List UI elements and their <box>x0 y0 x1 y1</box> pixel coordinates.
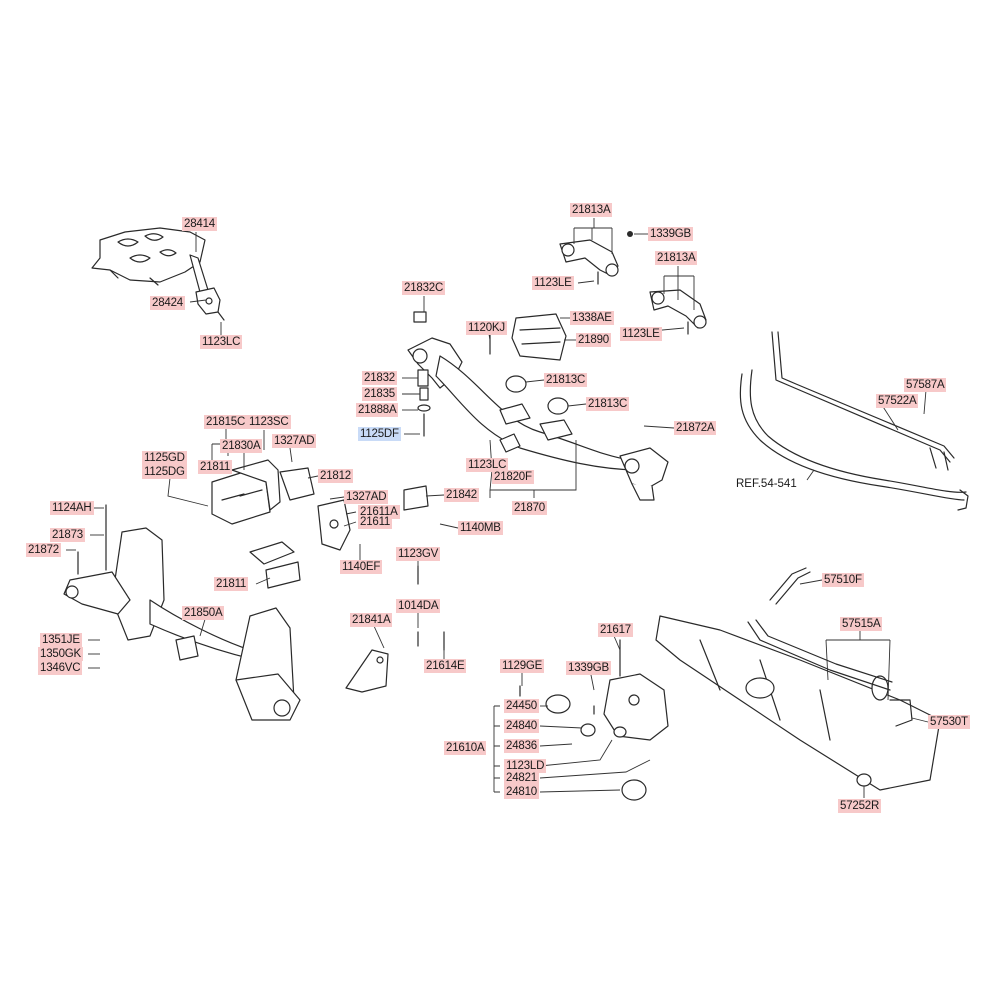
crossmember-drawing <box>407 311 669 501</box>
part-label-1124ah[interactable]: 1124AH <box>50 501 94 515</box>
part-label-1125gd[interactable]: 1125GD <box>142 451 187 465</box>
part-label-57530t[interactable]: 57530T <box>928 715 970 729</box>
part-label-1339gb-upper[interactable]: 1339GB <box>648 227 693 241</box>
part-label-21888a[interactable]: 21888A <box>356 403 399 417</box>
part-label-24836[interactable]: 24836 <box>504 739 539 753</box>
part-label-21890[interactable]: 21890 <box>576 333 611 347</box>
part-label-21830a[interactable]: 21830A <box>220 439 263 453</box>
part-label-21873[interactable]: 21873 <box>50 528 85 542</box>
part-label-1125dg[interactable]: 1125DG <box>142 465 187 479</box>
part-label-21811-upper[interactable]: 21811 <box>198 460 233 474</box>
part-label-1123lc-center[interactable]: 1123LC <box>466 458 509 472</box>
part-label-28414[interactable]: 28414 <box>182 217 217 231</box>
part-label-1123ld[interactable]: 1123LD <box>504 759 547 773</box>
part-label-1123gv[interactable]: 1123GV <box>396 547 441 561</box>
part-label-21811-lower[interactable]: 21811 <box>214 577 249 591</box>
part-label-21872a[interactable]: 21872A <box>674 421 717 435</box>
part-label-21815c[interactable]: 21815C <box>204 415 248 429</box>
part-label-1123lc-top[interactable]: 1123LC <box>200 335 243 349</box>
front-subframe-drawing <box>63 504 301 721</box>
part-label-21842[interactable]: 21842 <box>444 488 479 502</box>
part-label-1123sc[interactable]: 1123SC <box>247 415 291 429</box>
part-label-1014da[interactable]: 1014DA <box>396 599 441 613</box>
engine-bracket-drawing <box>91 227 225 321</box>
part-label-57252r[interactable]: 57252R <box>838 799 882 813</box>
steering-rack-drawing <box>655 567 941 791</box>
part-label-24450[interactable]: 24450 <box>504 699 539 713</box>
part-label-21610a[interactable]: 21610A <box>444 741 487 755</box>
part-label-57515a[interactable]: 57515A <box>840 617 883 631</box>
part-label-1120kj[interactable]: 1120KJ <box>466 321 507 335</box>
part-label-21841a[interactable]: 21841A <box>350 613 393 627</box>
part-label-21617[interactable]: 21617 <box>598 623 633 637</box>
part-label-57510f[interactable]: 57510F <box>822 573 864 587</box>
part-label-21835[interactable]: 21835 <box>362 387 397 401</box>
pump-assembly-drawing <box>519 639 669 801</box>
part-label-24840[interactable]: 24840 <box>504 719 539 733</box>
transmission-mount-drawing <box>211 459 429 589</box>
part-label-1125df[interactable]: 1125DF <box>358 427 401 441</box>
part-label-1338ae[interactable]: 1338AE <box>570 311 614 325</box>
part-label-28424[interactable]: 28424 <box>150 296 185 310</box>
part-label-21832c[interactable]: 21832C <box>402 281 446 295</box>
part-label-1123le-left[interactable]: 1123LE <box>532 276 574 290</box>
upper-mount-brackets <box>559 231 707 335</box>
part-label-1327ad-upper[interactable]: 1327AD <box>272 434 317 448</box>
part-label-21820f[interactable]: 21820F <box>492 470 534 484</box>
part-label-1350gk[interactable]: 1350GK <box>38 647 83 661</box>
leader-lines <box>66 218 929 798</box>
part-label-1129ge[interactable]: 1129GE <box>500 659 545 673</box>
reference-label[interactable]: REF.54-541 <box>736 478 797 490</box>
part-label-1123le-right[interactable]: 1123LE <box>620 327 662 341</box>
part-label-57587a[interactable]: 57587A <box>904 378 947 392</box>
part-label-21611[interactable]: 21611 <box>358 515 393 529</box>
part-label-24810[interactable]: 24810 <box>504 785 539 799</box>
part-label-21872[interactable]: 21872 <box>26 543 61 557</box>
part-label-21832[interactable]: 21832 <box>362 371 397 385</box>
part-label-21813a-lower[interactable]: 21813A <box>655 251 698 265</box>
part-label-1140ef[interactable]: 1140EF <box>340 560 383 574</box>
part-label-1346vc[interactable]: 1346VC <box>38 661 83 675</box>
part-label-21850a[interactable]: 21850A <box>182 606 225 620</box>
part-label-21813c-lower[interactable]: 21813C <box>586 397 630 411</box>
part-label-21870[interactable]: 21870 <box>512 501 547 515</box>
part-label-24821[interactable]: 24821 <box>504 771 539 785</box>
lower-bracket-drawing <box>345 565 445 693</box>
part-label-57522a[interactable]: 57522A <box>876 394 919 408</box>
part-label-1327ad-lower[interactable]: 1327AD <box>344 490 389 504</box>
part-label-21813a-upper[interactable]: 21813A <box>570 203 613 217</box>
part-label-21614e[interactable]: 21614E <box>424 659 467 673</box>
part-label-1339gb-lower[interactable]: 1339GB <box>566 661 611 675</box>
part-label-21812[interactable]: 21812 <box>318 469 353 483</box>
part-label-1140mb[interactable]: 1140MB <box>458 521 503 535</box>
part-label-1351je[interactable]: 1351JE <box>40 633 82 647</box>
part-label-21813c-upper[interactable]: 21813C <box>544 373 588 387</box>
stabilizer-bar-drawing <box>739 331 969 511</box>
